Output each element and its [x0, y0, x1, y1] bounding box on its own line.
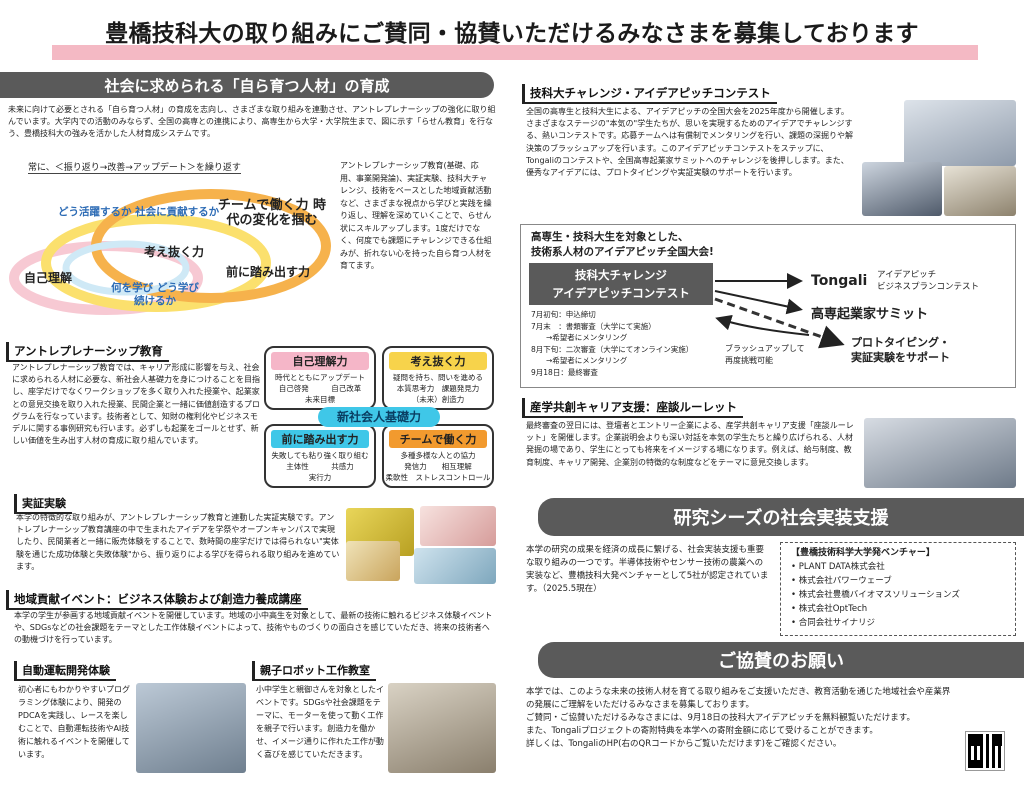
qr-code-icon[interactable] [965, 731, 1005, 771]
flow-tongali-sub: アイデアピッチ ビジネスプランコンテスト [877, 270, 980, 292]
flow-heading-2: 技術系人材のアイデアピッチ全国大会! [531, 246, 714, 258]
spiral-diagram: 常に、＜振り返り→改善→アップデート＞を繰り返す どう活躍するか 社会に貢献する… [6, 158, 336, 328]
venture-list: PLANT DATA株式会社 株式会社パワーウェーブ 株式会社豊橋バイオマスソリ… [791, 560, 1005, 630]
section-title-request: ご協賛のお願い [538, 642, 1024, 678]
page-title: 豊橋技科大の取り組みにご賛同・協賛いただけるみなさまを募集しております [105, 21, 919, 47]
venture-item: PLANT DATA株式会社 [791, 560, 1005, 574]
jidou-title: 自動運転開発体験 [14, 661, 116, 681]
venture-title: 【豊橋技術科学大学発ベンチャー】 [791, 548, 935, 558]
chiiki-text: 本学の学生が参画する地域貢献イベントを開催しています。地域の小中高生を対象として… [14, 611, 493, 645]
challenge-title: 技科大チャレンジ・アイデアピッチコンテスト [522, 84, 777, 104]
photo-drinks [346, 541, 400, 581]
jidou-text: 初心者にもわかりやすいプログラミング体験により、開発のPDCAを実践し、レースを… [18, 685, 130, 759]
competency-diagram: 自己理解力 時代とともにアップデート 自己啓発 自己改革 未来目標 考え抜く力 … [262, 344, 496, 490]
box-think: 考え抜く力 疑問を持ち、問いを進める 本質思考力 課題発見力 （未来）創造力 [382, 346, 494, 410]
jissho-title: 実証実験 [14, 494, 72, 514]
entre-title: アントレプレナーシップ教育 [6, 342, 169, 362]
venture-item: 株式会社豊橋バイオマスソリューションズ [791, 588, 1005, 602]
photo-career [864, 418, 1016, 488]
photo-sweets [420, 506, 496, 546]
spiral-caption: 常に、＜振り返り→改善→アップデート＞を繰り返す [28, 160, 241, 174]
spiral-label-contribution: どう活躍するか 社会に貢献するか [58, 206, 220, 218]
section-title-jiritsu: 社会に求められる「自ら育つ人材」の育成 [0, 72, 494, 98]
box-team: チームで働く力 多種多様な人との協力 発信力 相互理解 柔軟性 ストレスコントロ… [382, 424, 494, 488]
career-text: 最終審査の翌日には、登壇者とエントリー企業による、産学共創キャリア支援「座談ルー… [526, 421, 854, 467]
box-self: 自己理解力 時代とともにアップデート 自己啓発 自己改革 未来目標 [264, 346, 376, 410]
box-step: 前に踏み出す力 失敗しても粘り強く取り組む 主体性 共感力 実行力 [264, 424, 376, 488]
spiral-side-text: アントレプレナーシップ教育(基礎、応用、事業開発論)、実証実験、技科大チャレンジ… [340, 161, 492, 270]
flow-tongali: Tongali [811, 273, 868, 289]
challenge-text: 全国の高専生と技科大生による、アイデアピッチの全国大会を2025年度から開催しま… [526, 107, 853, 178]
venture-item: 株式会社OptTech [791, 602, 1005, 616]
flow-arrows [714, 273, 845, 349]
photo-truck [414, 548, 496, 584]
contest-flow: 高専生・技科大生を対象とした、 技術系人材のアイデアピッチ全国大会! 技科大チャ… [520, 224, 1016, 388]
photo-speaker [904, 100, 1016, 166]
chiiki-title: 地域貢献イベント：ビジネス体験および創造力養成講座 [6, 590, 308, 610]
venture-box: 【豊橋技術科学大学発ベンチャー】 PLANT DATA株式会社 株式会社パワーウ… [780, 542, 1016, 636]
flow-proto: プロトタイピング・ 実証実験をサポート [851, 336, 950, 364]
center-label: 新社会人基礎力 [318, 407, 440, 427]
spiral-label-team: チームで働く力 時代の変化を掴む [217, 198, 327, 228]
flow-schedule: 7月初旬：申込締切 7月末 ：書類審査（大学にて実施） →希望者にメンタリング … [531, 310, 694, 377]
spiral-label-self: 自己理解 [24, 271, 73, 285]
flow-heading-1: 高専生・技科大生を対象とした、 [531, 231, 689, 243]
request-text: 本学では、このような未来の技術人材を育てる取り組みをご支援いただき、教育活動を通… [526, 687, 951, 749]
flow-contest-box: 技科大チャレンジ アイデアピッチコンテスト [529, 263, 713, 305]
jissho-text: 本学の特徴的な取り組みが、アントレプレナーシップ教育と連動した実証実験です。アン… [16, 513, 340, 571]
robot-text: 小中学生と親御さんを対象としたイベントです。SDGsや社会課題をテーマに、モータ… [256, 685, 384, 759]
flow-brush: ブラッシュアップして 再度挑戦可能 [725, 344, 805, 365]
photo-presenter [862, 162, 942, 216]
header-title-highlight [52, 30, 978, 60]
spiral-label-step: 前に踏み出す力 [226, 265, 311, 279]
venture-item: 株式会社パワーウェーブ [791, 574, 1005, 588]
section-intro-text: 未来に向けて必要とされる「自ら育つ人材」の育成を志向し、さまざまな取り組みを連動… [8, 105, 496, 139]
robot-title: 親子ロボット工作教室 [252, 661, 376, 681]
spiral-label-think: 考え抜く力 [144, 245, 205, 259]
photo-robot [388, 683, 496, 773]
photo-podium [944, 166, 1016, 216]
section-title-research: 研究シーズの社会実装支援 [538, 498, 1024, 536]
research-text: 本学の研究の成果を経済の成長に繋げる、社会実装支援も重要な取り組みの一つです。半… [526, 545, 769, 594]
photo-jidou [136, 683, 246, 773]
career-title: 産学共創キャリア支援：座談ルーレット [522, 398, 743, 418]
spiral-graphic [9, 189, 331, 315]
spiral-label-learn: 何を学び どう学び続けるか [111, 282, 199, 307]
flow-summit: 高専起業家サミット [811, 307, 929, 322]
entre-text: アントレプレナーシップ教育では、キャリア形成に影響を与え、社会に求められる人材に… [12, 363, 260, 446]
venture-item: 合同会社サイナリジ [791, 616, 1005, 630]
